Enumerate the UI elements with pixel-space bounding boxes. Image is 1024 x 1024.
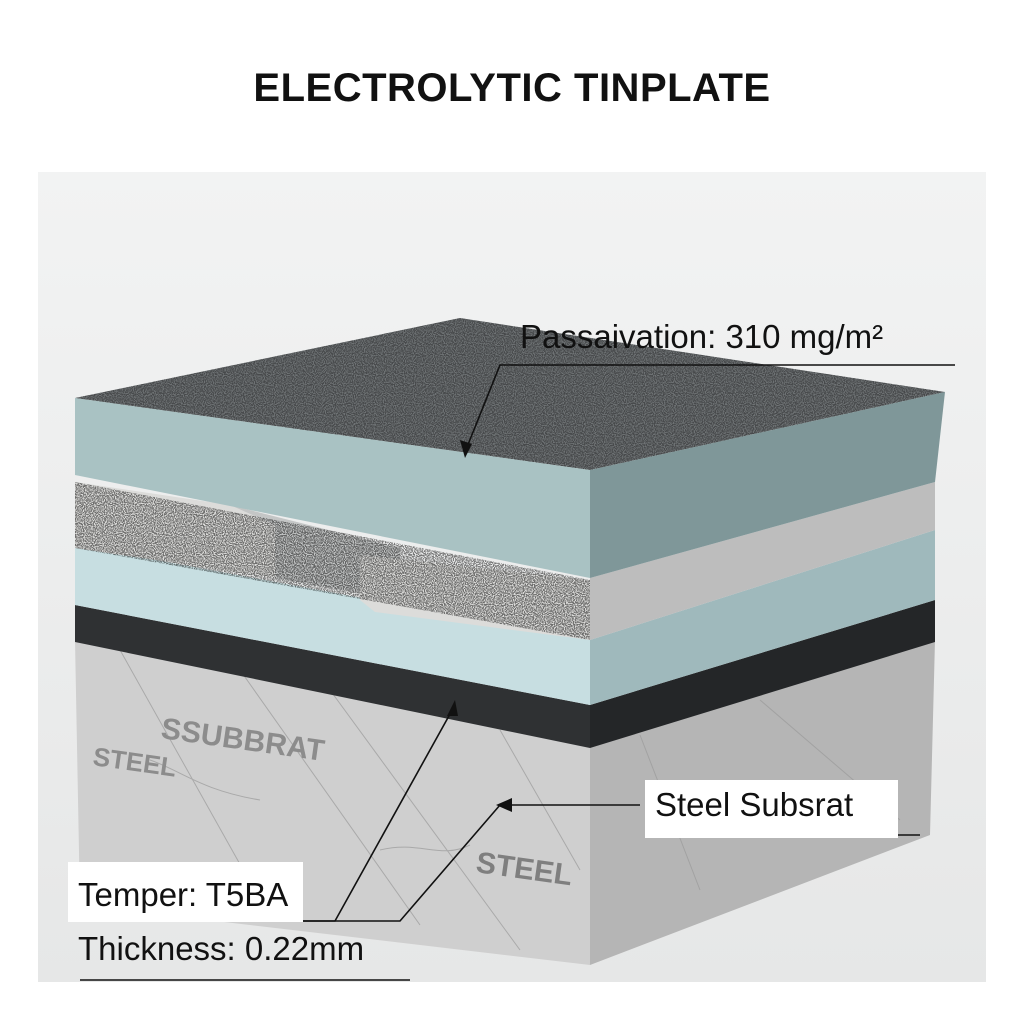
passivation-label: Passaivation: 310 mg/m²: [520, 318, 884, 355]
steel-substrate-label: Steel Subsrat: [645, 780, 899, 838]
dark-layer: [75, 600, 935, 748]
tin-layer: [75, 482, 935, 640]
temper-label: Temper: T5BA: [68, 862, 304, 922]
top-passivation-layer: [75, 318, 945, 578]
light-blue-layer: [75, 530, 935, 705]
page-title: ELECTROLYTIC TINPLATE: [253, 66, 771, 110]
thickness-label: Thickness: 0.22mm: [78, 930, 365, 967]
arrow-head-substrate: [496, 798, 512, 812]
arrow-head-passivation: [460, 440, 472, 458]
arrow-head-temper: [447, 700, 458, 716]
